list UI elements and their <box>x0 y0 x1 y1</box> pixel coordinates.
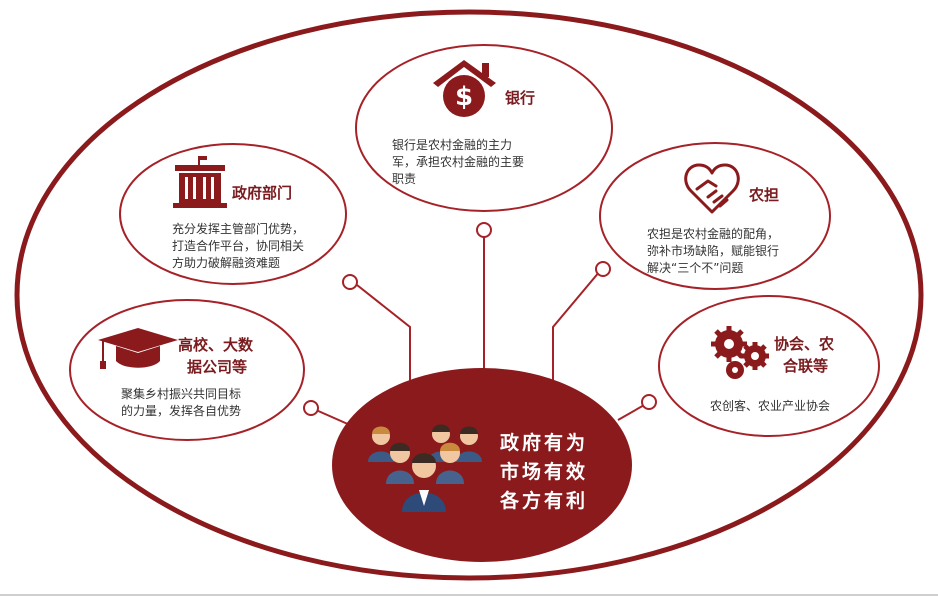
connector-dot-bank <box>477 223 491 237</box>
node-association-title-1: 协会、农 <box>774 335 834 353</box>
node-guarantee-line-1: 农担是农村金融的配角， <box>647 226 779 241</box>
connector-dot-association <box>642 395 656 409</box>
center-line-3: 各方有利 <box>499 489 588 512</box>
node-bank-line-2: 军，承担农村金融的主要 <box>392 154 524 169</box>
node-university-line-2: 的力量，发挥各自优势 <box>121 403 241 418</box>
node-government-line-2: 打造合作平台，协同相关 <box>172 238 304 253</box>
node-association-title-2: 合联等 <box>782 357 828 375</box>
node-association: 协会、农 合联等 农创客、农业产业协会 <box>659 296 879 436</box>
node-government-line-3: 方助力破解融资难题 <box>172 255 280 270</box>
node-bank: $ 银行 银行是农村金融的主力 军，承担农村金融的主要 职责 <box>356 45 612 211</box>
center-line-1: 政府有为 <box>500 431 588 454</box>
connector-dot-guarantee <box>596 262 610 276</box>
node-government-title: 政府部门 <box>232 184 292 202</box>
svg-text:$: $ <box>455 82 473 112</box>
center-line-2: 市场有效 <box>500 460 588 483</box>
node-guarantee: 农担 农担是农村金融的配角， 弥补市场缺陷，赋能银行 解决“三个不”问题 <box>600 143 830 289</box>
node-association-line-1: 农创客、农业产业协会 <box>710 398 830 413</box>
node-association-ellipse <box>659 296 879 436</box>
connector-dot-government <box>343 275 357 289</box>
node-bank-line-3: 职责 <box>392 172 416 186</box>
node-university-title-1: 高校、大数 <box>178 336 254 354</box>
center-node: 政府有为 市场有效 各方有利 <box>332 368 632 562</box>
node-bank-line-1: 银行是农村金融的主力 <box>392 137 512 152</box>
node-government: 政府部门 充分发挥主管部门优势， 打造合作平台，协同相关 方助力破解融资难题 <box>120 144 346 284</box>
node-university-line-1: 聚集乡村振兴共同目标 <box>121 386 241 401</box>
node-guarantee-line-3: 解决“三个不”问题 <box>647 261 743 275</box>
node-bank-title: 银行 <box>505 89 535 107</box>
node-government-line-1: 充分发挥主管部门优势， <box>172 221 304 236</box>
node-university-title-2: 据公司等 <box>187 358 247 376</box>
node-guarantee-line-2: 弥补市场缺陷，赋能银行 <box>647 243 779 258</box>
connector-dot-university <box>304 401 318 415</box>
node-university: 高校、大数 据公司等 聚集乡村振兴共同目标 的力量，发挥各自优势 <box>70 300 304 440</box>
node-guarantee-title: 农担 <box>748 186 779 204</box>
